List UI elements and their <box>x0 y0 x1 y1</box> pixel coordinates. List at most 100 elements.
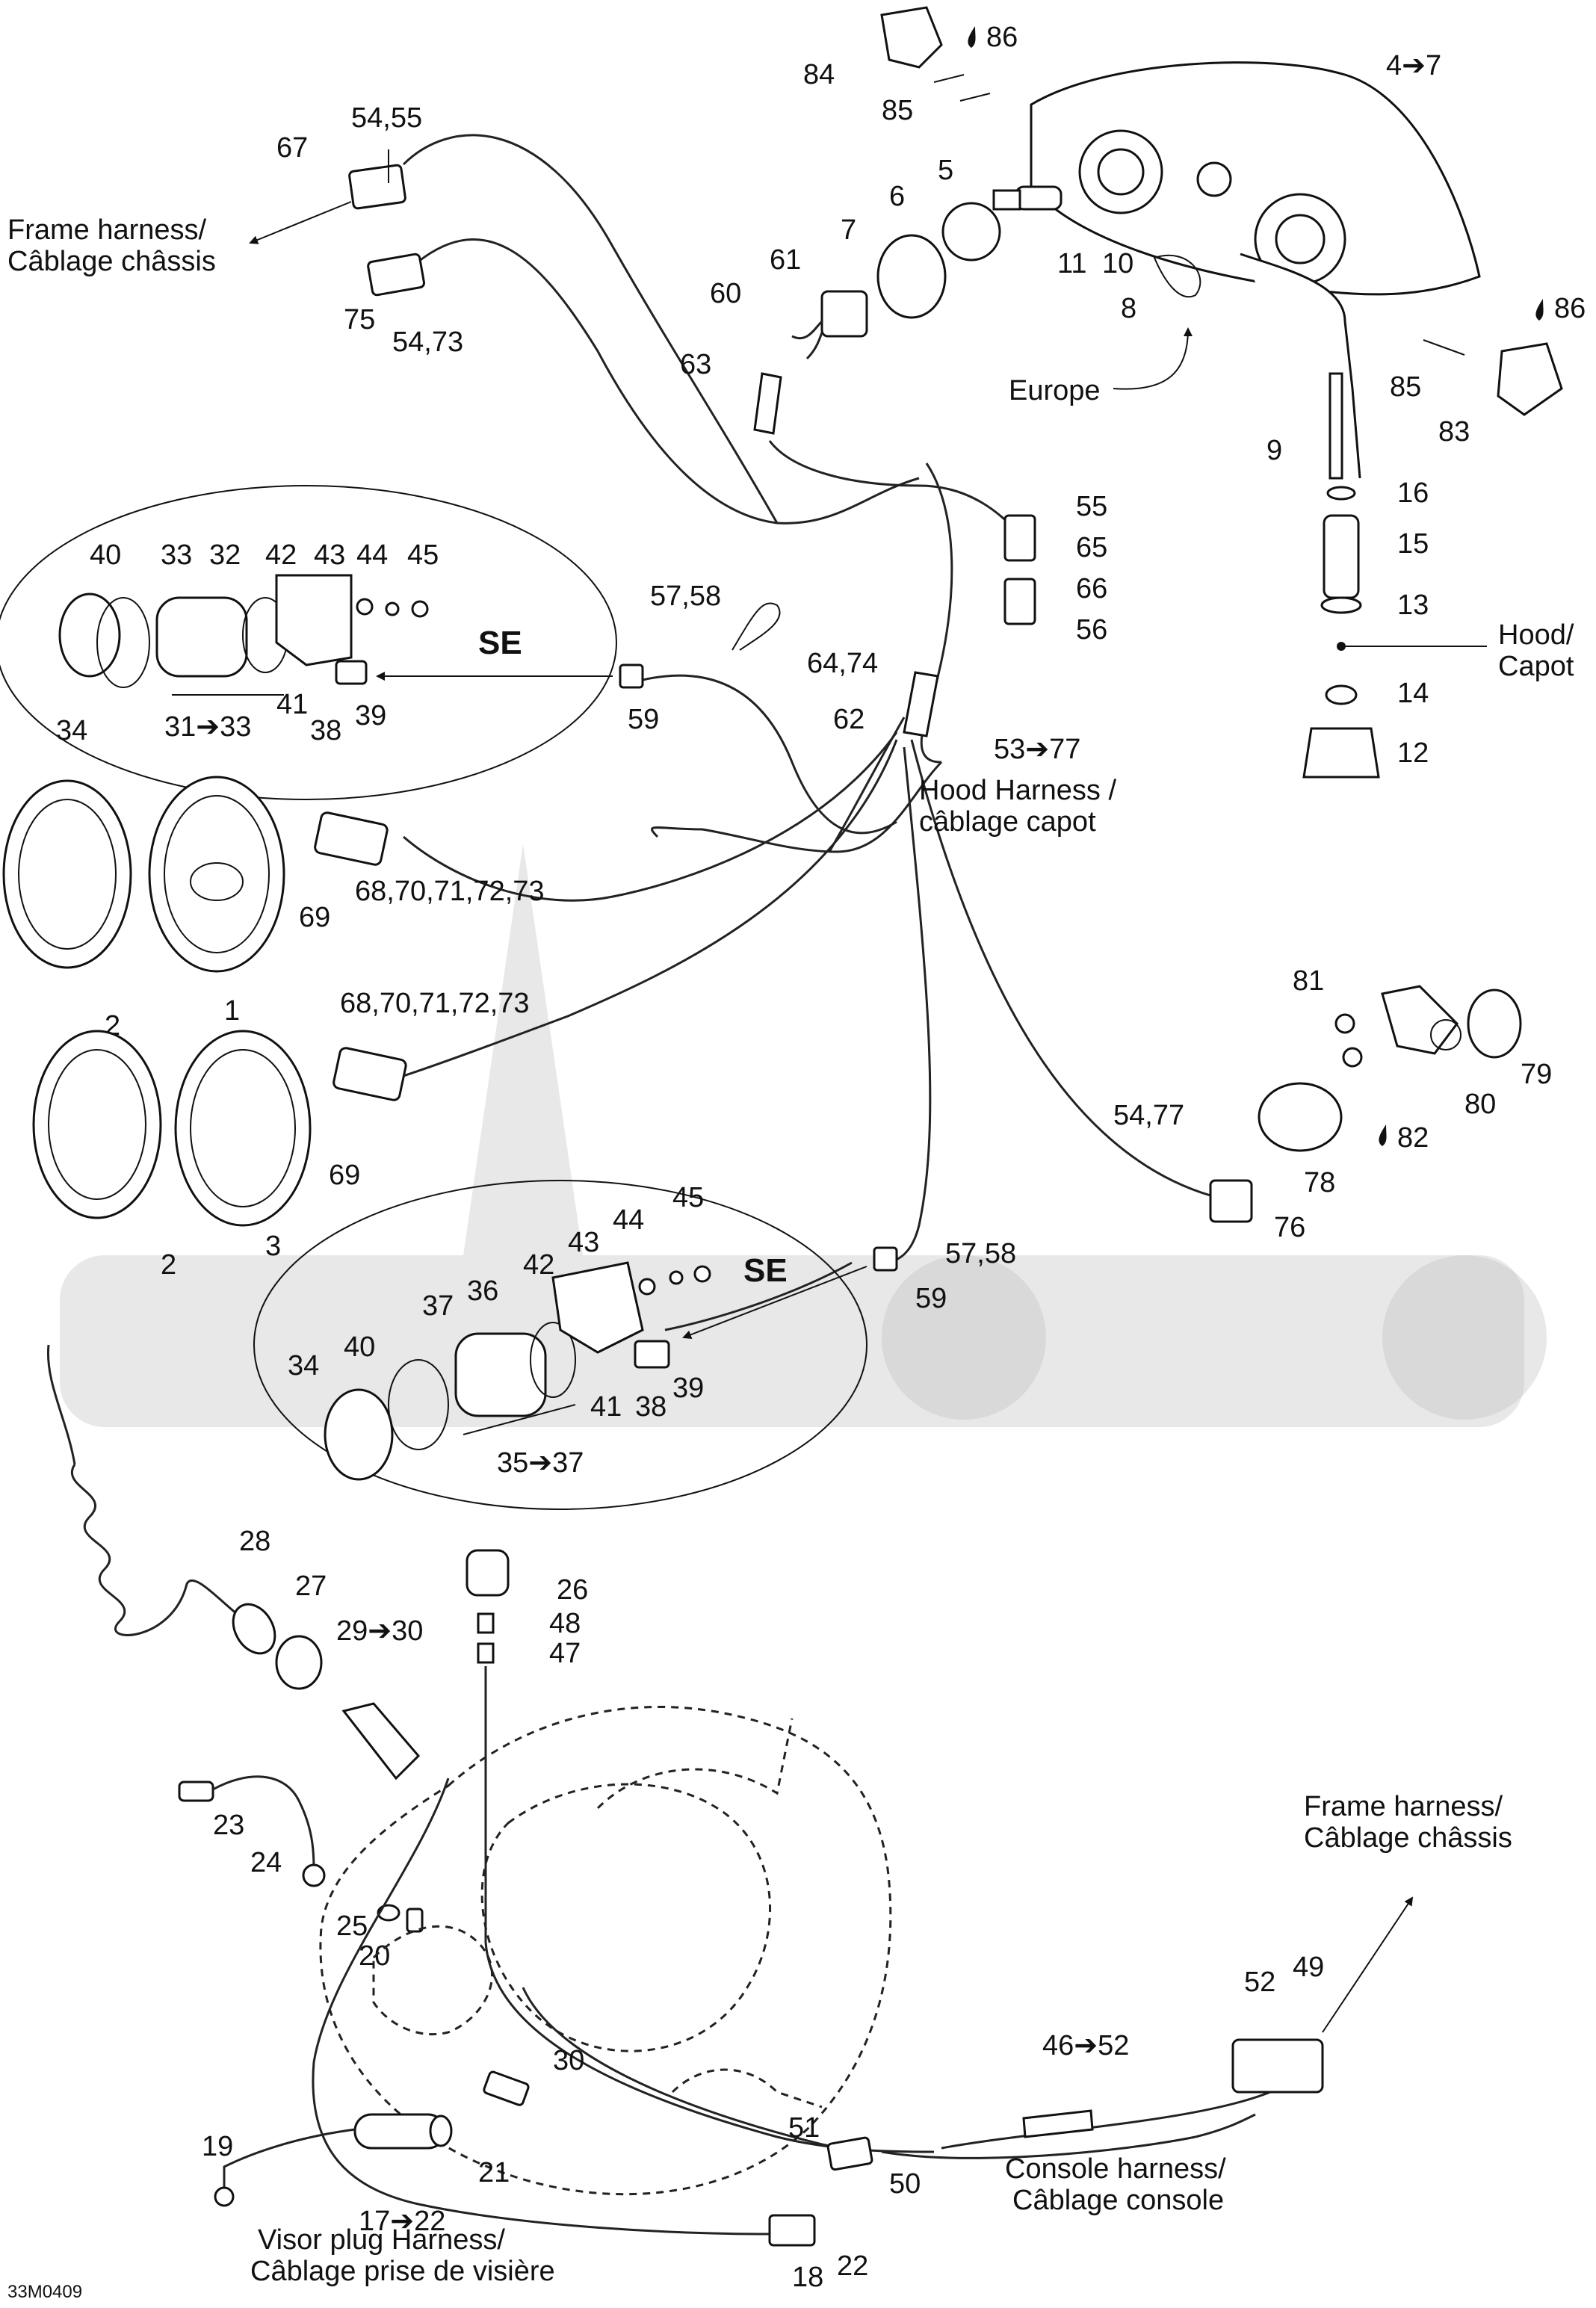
hood-line1: Hood/ <box>1498 619 1574 651</box>
nut-14 <box>1325 684 1358 705</box>
button-26 <box>466 1549 510 1943</box>
label-61: 61 <box>770 244 801 276</box>
label-1: 1 <box>224 995 240 1027</box>
connector-66-56 <box>1003 578 1036 625</box>
label-86a: 86 <box>986 22 1018 53</box>
label-48: 48 <box>549 1608 581 1639</box>
washer-25 <box>377 1904 400 1922</box>
label-13: 13 <box>1397 590 1429 621</box>
visor-harness-line1: Visor plug Harness/ <box>258 2224 505 2256</box>
label-38a: 38 <box>310 715 341 746</box>
label-9: 9 <box>1266 435 1282 466</box>
label-42a: 42 <box>265 539 297 571</box>
label-22: 22 <box>837 2250 868 2282</box>
label-4-7: 4➔7 <box>1386 50 1441 81</box>
label-37: 37 <box>422 1290 454 1322</box>
console-outline <box>319 1706 892 2196</box>
label-75: 75 <box>344 304 375 335</box>
label-54-55: 54,55 <box>351 102 422 134</box>
label-49: 49 <box>1293 1952 1324 1983</box>
label-40a: 40 <box>90 539 121 571</box>
label-86b: 86 <box>1554 293 1586 324</box>
label-27: 27 <box>295 1571 327 1602</box>
label-2b: 2 <box>161 1249 176 1281</box>
label-12: 12 <box>1397 737 1429 769</box>
label-66: 66 <box>1076 573 1107 604</box>
bracket-83 <box>1497 342 1563 416</box>
knob-12 <box>1302 727 1380 779</box>
label-56: 56 <box>1076 614 1107 646</box>
label-79: 79 <box>1521 1059 1552 1090</box>
label-5: 5 <box>938 155 953 186</box>
arrow-icon <box>1113 327 1193 390</box>
drop-icon <box>968 26 976 48</box>
bracket-84 <box>880 6 943 69</box>
label-68b: 68,70,71,72,73 <box>340 988 530 1019</box>
label-59b: 59 <box>915 1283 947 1314</box>
label-52: 52 <box>1244 1967 1275 1998</box>
terminal-19 <box>214 2186 235 2207</box>
label-34a: 34 <box>56 715 87 746</box>
connector-50-51 <box>826 2136 873 2171</box>
label-44a: 44 <box>356 539 388 571</box>
screw-85-right <box>1423 339 1465 356</box>
hood-harness-line2: câblage capot <box>919 806 1096 838</box>
frame-harness-top-line1: Frame harness/ <box>7 214 207 246</box>
frame-harness-bottom-line2: Câblage châssis <box>1304 1822 1512 1854</box>
spring-15 <box>1323 514 1360 599</box>
label-32: 32 <box>209 539 241 571</box>
label-84: 84 <box>803 59 835 90</box>
label-31-33: 31➔33 <box>164 711 251 743</box>
label-8: 8 <box>1121 293 1136 324</box>
label-63: 63 <box>680 349 711 380</box>
label-21: 21 <box>478 2157 510 2188</box>
washer-16 <box>1326 486 1356 501</box>
label-65: 65 <box>1076 532 1107 563</box>
drop-icon <box>1535 299 1544 321</box>
console-harness-wires <box>312 1778 1271 2236</box>
arrow-icon <box>1322 1896 1414 2033</box>
label-57-58b: 57,58 <box>945 1238 1016 1269</box>
se-label-bottom: SE <box>743 1252 788 1289</box>
label-54-73: 54,73 <box>392 327 463 358</box>
connector-59a <box>619 663 644 689</box>
label-40b: 40 <box>344 1331 375 1363</box>
label-76: 76 <box>1274 1212 1305 1243</box>
label-55: 55 <box>1076 491 1107 522</box>
label-47: 47 <box>549 1638 581 1669</box>
label-81: 81 <box>1293 965 1324 997</box>
se-oval-top <box>0 485 617 800</box>
label-69b: 69 <box>329 1160 360 1191</box>
label-7: 7 <box>841 214 856 246</box>
hood-point <box>1337 642 1346 651</box>
label-45a: 45 <box>407 539 439 571</box>
label-43b: 43 <box>568 1227 599 1258</box>
label-51: 51 <box>788 2112 820 2144</box>
cable-23-24 <box>178 1775 326 1887</box>
gauge-parts-top <box>58 574 429 696</box>
sleeve-46-52 <box>1022 2109 1094 2138</box>
bulb-5 <box>992 185 1063 211</box>
label-6: 6 <box>889 181 905 212</box>
headlight-housing <box>1030 61 1481 479</box>
gauge-bezel-2b <box>32 1030 162 1219</box>
tether-cord-28 <box>46 1344 276 1655</box>
boot-7 <box>876 234 947 319</box>
arrow-icon <box>682 1266 867 1339</box>
drop-icon <box>1379 1124 1387 1146</box>
hood-harness-line1: Hood Harness / <box>919 775 1116 806</box>
grommet-27 <box>275 1635 323 1690</box>
label-68a: 68,70,71,72,73 <box>355 876 545 907</box>
cable-tie-64-74 <box>732 602 781 651</box>
frame-harness-top-line2: Câblage châssis <box>7 246 216 277</box>
label-10: 10 <box>1102 248 1133 279</box>
hood-line2: Capot <box>1498 651 1574 682</box>
label-35-37: 35➔37 <box>497 1447 584 1479</box>
connector-49-52 <box>1231 2038 1324 2094</box>
label-78: 78 <box>1304 1167 1335 1198</box>
label-26: 26 <box>557 1574 588 1606</box>
label-24: 24 <box>250 1847 282 1878</box>
frame-harness-bottom-line1: Frame harness/ <box>1304 1791 1503 1822</box>
label-60: 60 <box>710 278 741 309</box>
